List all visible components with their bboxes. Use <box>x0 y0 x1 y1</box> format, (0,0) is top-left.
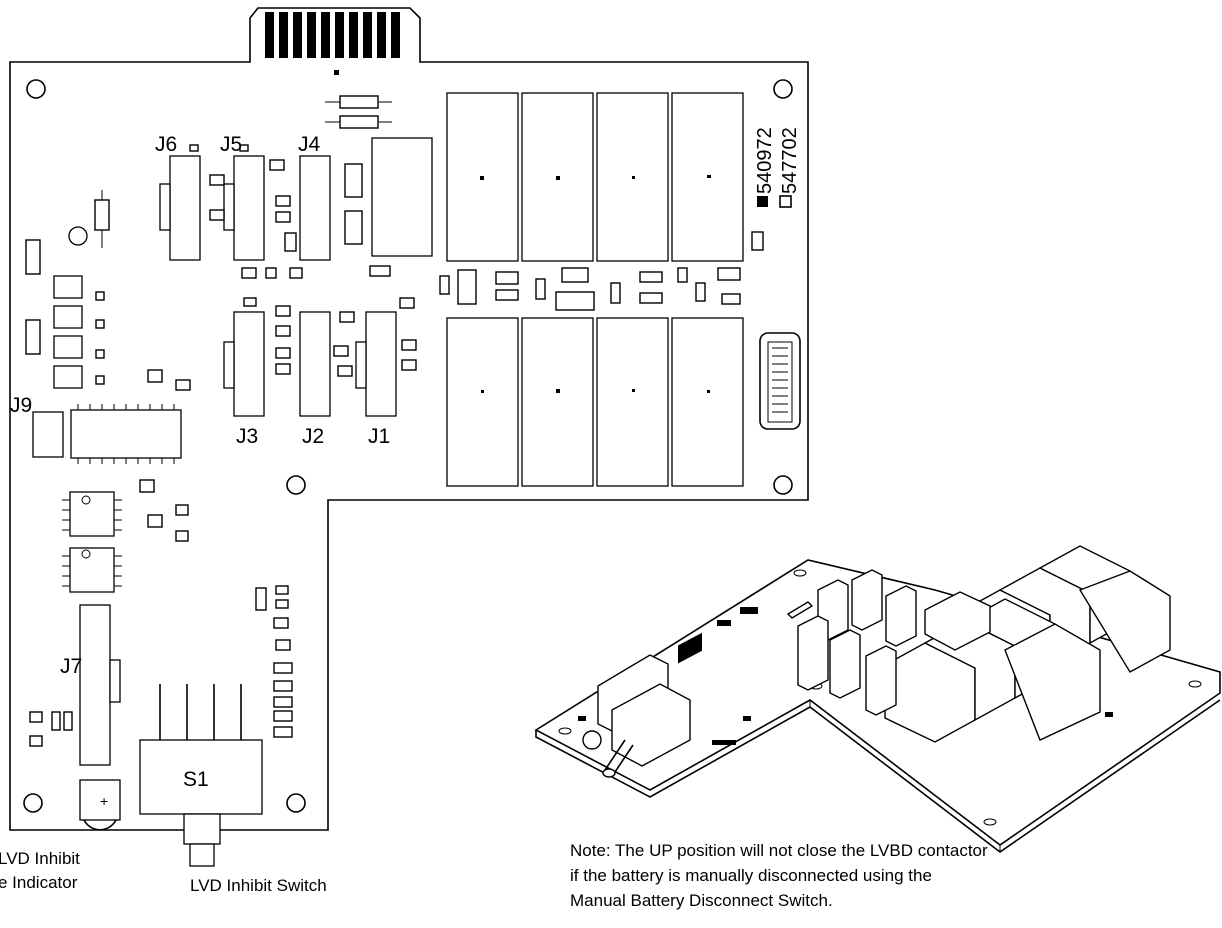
lower-smd-column <box>255 585 293 738</box>
switch-caption: LVD Inhibit Switch <box>190 876 327 895</box>
ribbon-connector <box>759 332 801 430</box>
header-j2 <box>299 311 331 417</box>
iso-led <box>582 730 602 750</box>
label-j5: J5 <box>220 133 242 156</box>
part-number-filled: 540972 <box>754 127 776 194</box>
indicator-caption-line1: LVD Inhibit <box>0 849 80 868</box>
label-j4: J4 <box>298 133 321 156</box>
label-j3: J3 <box>236 425 258 448</box>
relay-bank <box>446 92 744 487</box>
header-j7 <box>79 604 111 766</box>
switch-s1 <box>139 684 263 867</box>
iso-ic <box>678 632 702 664</box>
filled-square-marker <box>757 196 768 207</box>
header-j6 <box>159 155 201 261</box>
iso-connectors <box>597 569 917 767</box>
header-j9 <box>32 411 64 458</box>
label-j1: J1 <box>368 425 390 448</box>
mounting-holes <box>23 79 793 813</box>
label-j9: J9 <box>10 394 32 417</box>
iso-toggle-lever <box>604 739 626 771</box>
edge-connector <box>265 12 400 75</box>
header-j1 <box>355 311 397 417</box>
iso-board-outline <box>534 559 1221 846</box>
header-j4 <box>299 155 331 261</box>
pcb-isometric-view <box>534 545 1221 853</box>
outline-square-marker <box>779 195 792 208</box>
label-s1: S1 <box>183 768 209 791</box>
led-polarity-mark: + <box>100 793 108 809</box>
microcontroller <box>70 409 182 459</box>
label-j2: J2 <box>302 425 324 448</box>
pcb-outline <box>9 7 809 831</box>
indicator-caption-line2: e Indicator <box>0 873 78 892</box>
power-relay <box>371 137 433 257</box>
header-j5 <box>223 155 265 261</box>
fuse-pair <box>325 95 392 129</box>
note-line-2: if the battery is manually disconnected … <box>570 866 932 885</box>
smd-components <box>189 144 741 377</box>
note-line-3: Manual Battery Disconnect Switch. <box>570 891 833 910</box>
led-dome <box>83 819 117 831</box>
part-number-outline: 547702 <box>779 127 801 194</box>
left-components <box>25 190 191 831</box>
header-j3 <box>223 311 265 417</box>
labels: J6 J5 J4 J3 J2 J1 J9 J7 S1 + 540972 5477… <box>0 127 988 910</box>
note-line-1: Note: The UP position will not close the… <box>570 841 988 860</box>
pcb-top-view <box>9 7 809 867</box>
led-housing <box>79 779 121 821</box>
label-j7: J7 <box>60 655 82 678</box>
iso-relays <box>884 545 1171 743</box>
label-j6: J6 <box>155 133 177 156</box>
